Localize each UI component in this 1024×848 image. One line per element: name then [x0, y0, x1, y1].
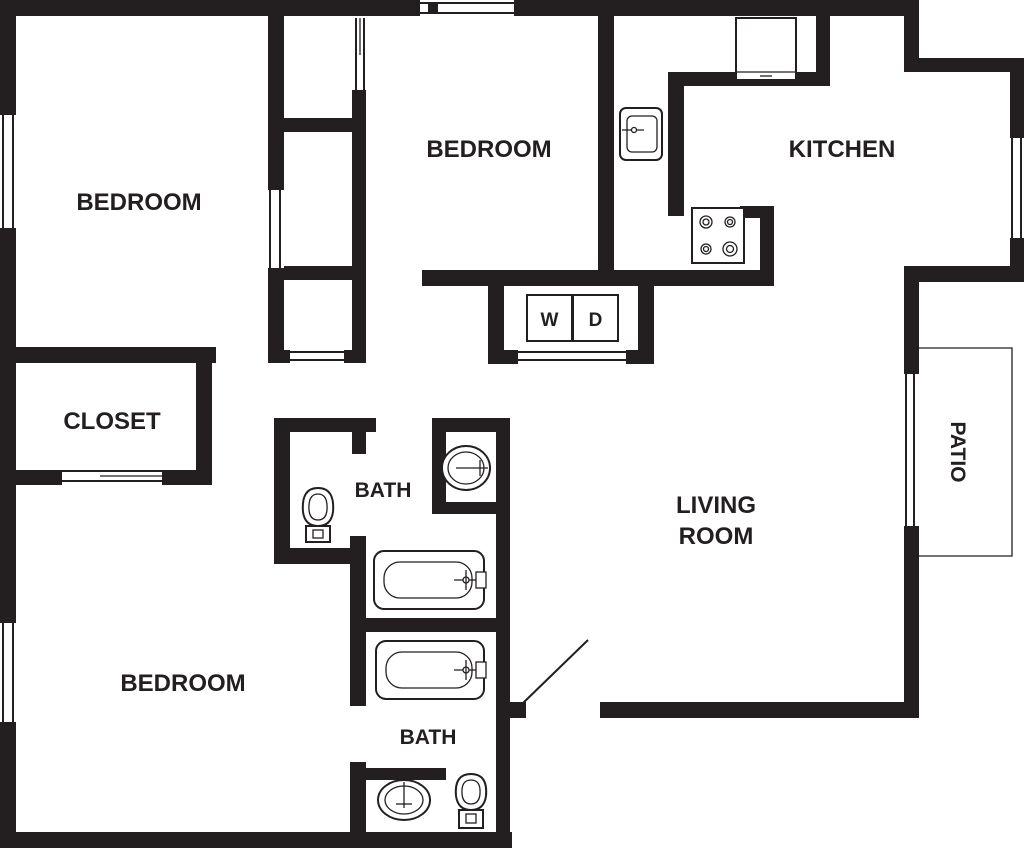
closet-label: CLOSET [63, 408, 161, 435]
lower-bath-sink [377, 779, 431, 821]
refrigerator [735, 17, 797, 81]
patio-outline [919, 347, 1013, 557]
windows [2, 2, 1022, 722]
upper-bathtub [373, 550, 487, 610]
living-room-label-line1: LIVING [676, 492, 756, 519]
upper-bath-sink [441, 445, 491, 491]
washer: W [526, 294, 573, 342]
bedroom-top-center-label: BEDROOM [426, 136, 551, 163]
upper-bath-toilet [301, 486, 335, 543]
stove [691, 207, 745, 264]
room-labels: BEDROOM BEDROOM KITCHEN CLOSET BATH LIVI… [63, 136, 969, 749]
kitchen-label: KITCHEN [789, 136, 896, 163]
washer-label: W [541, 310, 559, 331]
bedroom-top-left-label: BEDROOM [76, 189, 201, 216]
dryer-label: D [589, 310, 603, 331]
bath-lower-label: BATH [400, 726, 457, 749]
bath-upper-label: BATH [355, 479, 412, 502]
lower-bathtub [375, 640, 487, 700]
kitchen-sink [619, 107, 663, 161]
living-room-label-line2: ROOM [679, 523, 754, 550]
patio-label: PATIO [946, 421, 969, 482]
dryer: D [572, 294, 619, 342]
interior-walls [0, 0, 830, 848]
doors [62, 18, 915, 705]
lower-bath-toilet [454, 772, 488, 829]
bedroom-bottom-left-label: BEDROOM [120, 670, 245, 697]
